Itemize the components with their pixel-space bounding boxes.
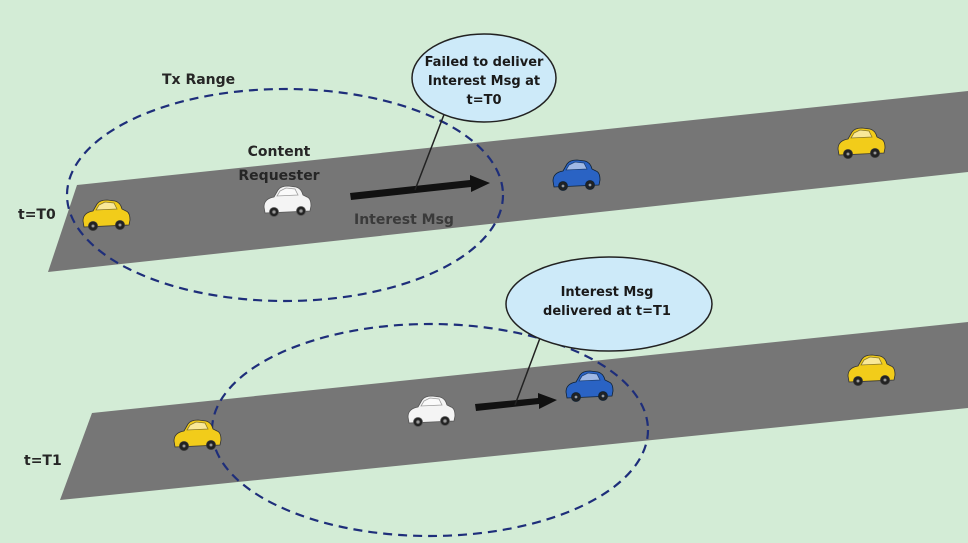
- callout-delivered-bubble: [505, 256, 713, 352]
- time-label-t0: t=T0: [18, 207, 56, 223]
- tx-range-label: Tx Range: [162, 72, 235, 88]
- time-label-t1: t=T1: [24, 453, 62, 469]
- callout-delivered-line-1: Interest Msg: [561, 285, 654, 300]
- road-top: [48, 91, 968, 272]
- content-requester-label-2: Requester: [238, 168, 319, 184]
- callout-pointer-delivered: [514, 337, 541, 406]
- tx-range-circle-t0: [65, 87, 505, 303]
- interest-msg-label: Interest Msg: [354, 212, 454, 228]
- callout-failed-line-1: Failed to deliver: [425, 55, 544, 70]
- callout-failed-line-2: Interest Msg at: [428, 74, 540, 89]
- callout-failed-bubble: [411, 33, 557, 123]
- callout-delivered-line-2: delivered at t=T1: [543, 304, 671, 319]
- tx-range-circle-t1: [210, 322, 650, 538]
- road-bottom: [60, 322, 968, 500]
- callout-pointer-failed: [414, 111, 446, 191]
- arrow-icon: [350, 175, 490, 200]
- callout-failed-line-3: t=T0: [466, 93, 501, 108]
- content-requester-label-1: Content: [248, 144, 311, 160]
